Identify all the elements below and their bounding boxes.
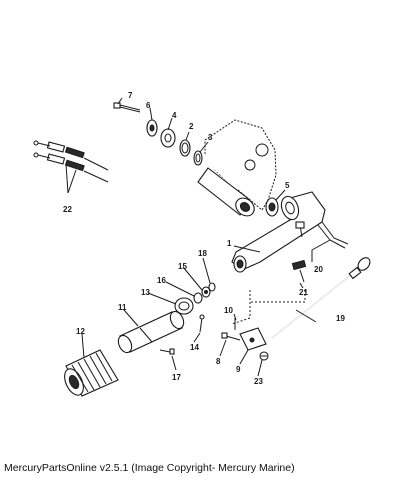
callout-4: 4 <box>172 111 177 120</box>
callout-6: 6 <box>146 101 151 110</box>
callout-15: 15 <box>178 262 187 271</box>
callout-10: 10 <box>224 306 233 315</box>
part-8-screw <box>221 332 241 341</box>
callout-17: 17 <box>172 373 181 382</box>
callout-23: 23 <box>254 377 263 386</box>
callout-13: 13 <box>141 288 150 297</box>
callout-20: 20 <box>314 265 323 274</box>
part-19-steering-rod <box>271 257 371 339</box>
part-4-bushing <box>160 128 176 148</box>
part-14-pin <box>199 314 205 333</box>
callout-21: 21 <box>299 288 308 297</box>
callout-18: 18 <box>198 249 207 258</box>
copyright-footer: MercuryPartsOnline v2.5.1 (Image Copyrig… <box>4 462 295 474</box>
part-23-screw <box>259 351 269 361</box>
part-21-pin <box>299 269 305 283</box>
callout-11: 11 <box>118 303 127 312</box>
callout-labels: 7 6 4 2 3 5 1 22 18 15 16 13 11 12 14 17… <box>63 91 345 386</box>
part-11-tube <box>117 310 185 354</box>
callout-16: 16 <box>157 276 166 285</box>
part-7-screw <box>113 102 141 113</box>
part-16-washer <box>193 292 203 304</box>
assembly-guide-lines <box>195 290 306 325</box>
control-cables <box>33 114 244 203</box>
callout-9: 9 <box>236 365 241 374</box>
part-2-ring <box>179 139 191 157</box>
leader-lines <box>65 97 317 377</box>
callout-5: 5 <box>285 181 290 190</box>
part-12-handle-grip <box>64 349 119 397</box>
part-3-clip <box>193 150 203 166</box>
callout-3: 3 <box>208 133 213 142</box>
part-18-bolt <box>208 282 216 292</box>
part-5-nut <box>265 197 279 217</box>
part-17-screw <box>159 348 175 355</box>
callout-2: 2 <box>189 122 194 131</box>
cable-tube <box>197 167 255 217</box>
washer-stack <box>146 119 203 166</box>
part-9-switch-block <box>239 327 267 351</box>
callout-19: 19 <box>336 314 345 323</box>
callout-22: 22 <box>63 205 72 214</box>
callout-12: 12 <box>76 327 85 336</box>
callout-1: 1 <box>227 239 232 248</box>
part-20-bracket <box>291 259 307 271</box>
part-15-nut <box>201 286 211 298</box>
part-13-collar <box>174 297 194 315</box>
callout-14: 14 <box>190 343 199 352</box>
callout-7: 7 <box>128 91 133 100</box>
callout-8: 8 <box>216 357 221 366</box>
